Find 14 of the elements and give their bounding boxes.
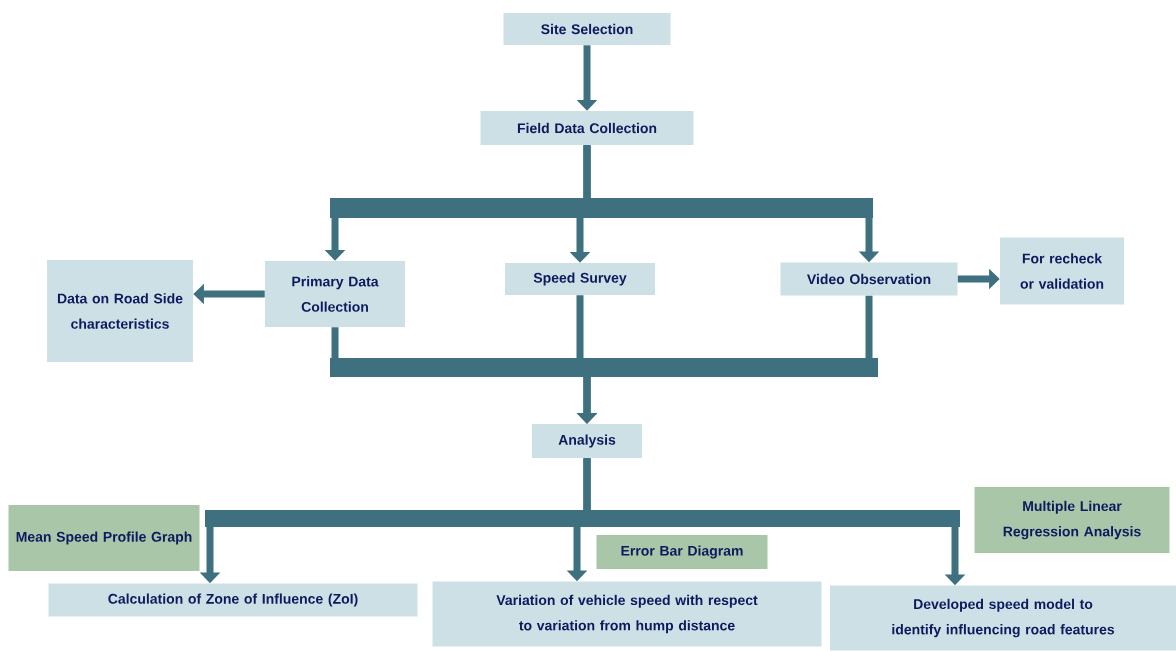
process-box: Site Selection bbox=[503, 13, 671, 45]
process-box: Developed speed model to identify influencing road features bbox=[830, 585, 1176, 651]
process-box: Data on Road Side characteristics bbox=[47, 260, 193, 362]
process-box: For recheck or validation bbox=[1000, 237, 1124, 305]
process-box: Calculation of Zone of Influence (ZoI) bbox=[48, 583, 418, 617]
process-box: Speed Survey bbox=[505, 263, 655, 295]
process-box: Video Observation bbox=[780, 262, 958, 296]
note-box: Multiple Linear Regression Analysis bbox=[974, 487, 1170, 553]
note-box: Error Bar Diagram bbox=[596, 535, 768, 569]
process-box: Field Data Collection bbox=[480, 111, 694, 145]
process-box: Primary Data Collection bbox=[265, 261, 405, 327]
note-box: Mean Speed Profile Graph bbox=[8, 505, 200, 571]
process-box: Variation of vehicle speed with respect to variation from hump distance bbox=[432, 581, 822, 647]
process-box: Analysis bbox=[532, 424, 642, 458]
